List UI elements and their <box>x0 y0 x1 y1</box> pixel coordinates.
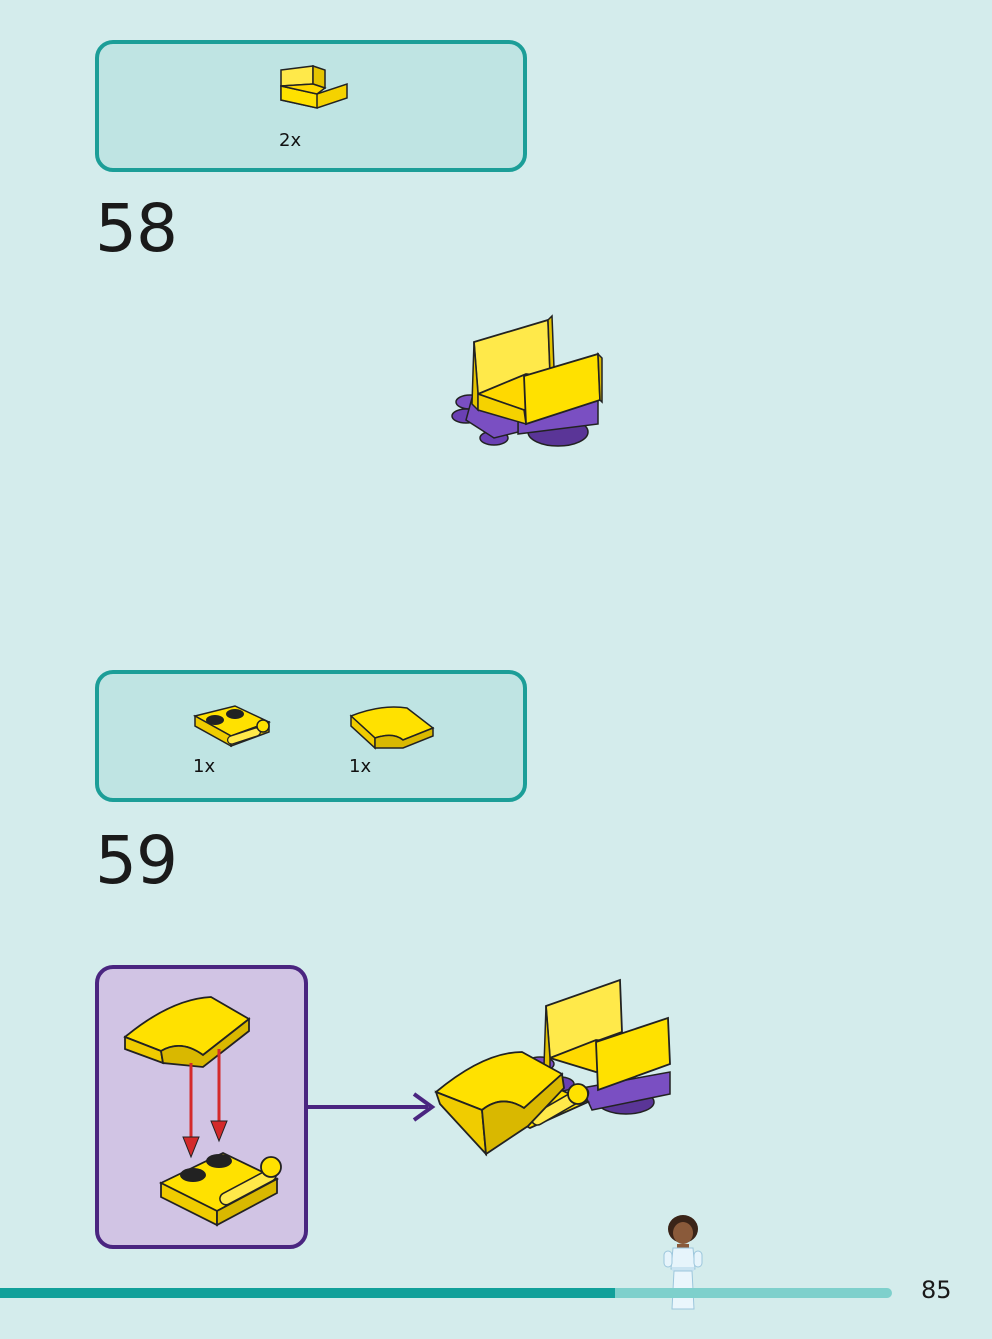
page-number: 85 <box>921 1276 952 1304</box>
sub-assembly-illustration <box>123 996 282 1227</box>
connector-arrow <box>308 1092 436 1122</box>
progress-fill <box>0 1288 616 1298</box>
step-number: 58 <box>95 190 178 267</box>
part-quantity: 2x <box>279 130 302 151</box>
yellow-bracket-plate-icon <box>280 64 348 109</box>
parts-callout-step-59: 1x 1x <box>95 670 527 802</box>
step-59-model-illustration <box>434 978 671 1157</box>
yellow-plate-with-handle-icon <box>192 705 271 748</box>
sub-assembly-callout <box>95 965 308 1249</box>
part-quantity: 1x <box>349 756 372 777</box>
part-quantity: 1x <box>193 756 216 777</box>
step-number: 59 <box>95 822 178 899</box>
step-58-model-illustration <box>451 314 603 447</box>
yellow-curved-slope-icon <box>349 706 435 750</box>
parts-callout-step-58: 2x <box>95 40 527 172</box>
